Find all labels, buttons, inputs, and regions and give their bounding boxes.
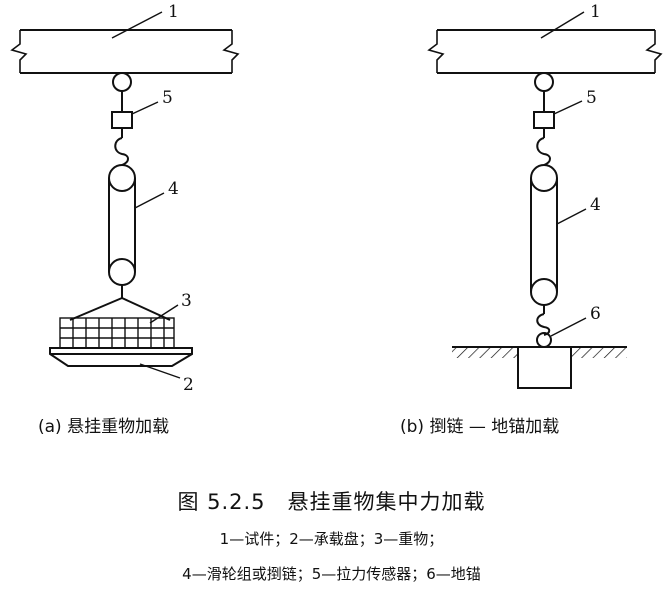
diagram-b — [427, 11, 663, 389]
ground-hatch-left — [452, 348, 518, 358]
hook-b-lower — [536, 313, 551, 336]
hook-a — [114, 137, 129, 166]
pin-a — [112, 72, 132, 92]
leader-4-b — [556, 208, 587, 225]
ground-hatch-right — [571, 348, 627, 358]
label-5-b: 5 — [586, 88, 597, 108]
labels-b: 1 5 4 6 — [586, 2, 601, 324]
caption-b: (b) 捯链 — 地锚加载 — [400, 417, 560, 437]
labels-a: 1 5 4 3 2 — [162, 2, 194, 395]
legend-line-1: 1—试件；2—承载盘；3—重物； — [219, 530, 444, 548]
label-4-b: 4 — [590, 195, 601, 215]
ground-anchor — [517, 346, 572, 389]
legend-line-2: 4—滑轮组或捯链；5—拉力传感器；6—地锚 — [182, 565, 481, 583]
label-2-a: 2 — [183, 375, 194, 395]
tray-a — [49, 347, 193, 367]
leader-4-a — [134, 192, 165, 209]
label-1-a: 1 — [168, 2, 179, 22]
pulley-block-a — [108, 164, 136, 286]
caption-a: (a) 悬挂重物加载 — [38, 417, 170, 437]
beam-a — [10, 29, 240, 74]
leader-1-a — [111, 11, 163, 39]
label-3-a: 3 — [181, 291, 192, 311]
sensor-b — [533, 111, 555, 129]
pulley-block-b — [530, 164, 558, 306]
beam-b — [427, 29, 663, 74]
leader-1-b — [540, 11, 585, 39]
figure-title: 图 5.2.5 悬挂重物集中力加载 — [177, 490, 486, 514]
leader-2-a — [139, 363, 181, 379]
label-1-b: 1 — [590, 2, 601, 22]
leader-5-a — [131, 101, 159, 115]
pin-b — [534, 72, 554, 92]
leader-5-b — [553, 100, 583, 115]
label-5-a: 5 — [162, 88, 173, 108]
leader-6-b — [550, 317, 587, 337]
sensor-a — [111, 111, 133, 129]
diagram-a — [10, 11, 240, 379]
label-4-a: 4 — [168, 179, 179, 199]
label-6-b: 6 — [590, 304, 601, 324]
anchor-ring — [536, 332, 552, 348]
leader-3-a — [149, 304, 179, 324]
weights-a — [59, 317, 175, 349]
hook-b — [536, 137, 551, 166]
